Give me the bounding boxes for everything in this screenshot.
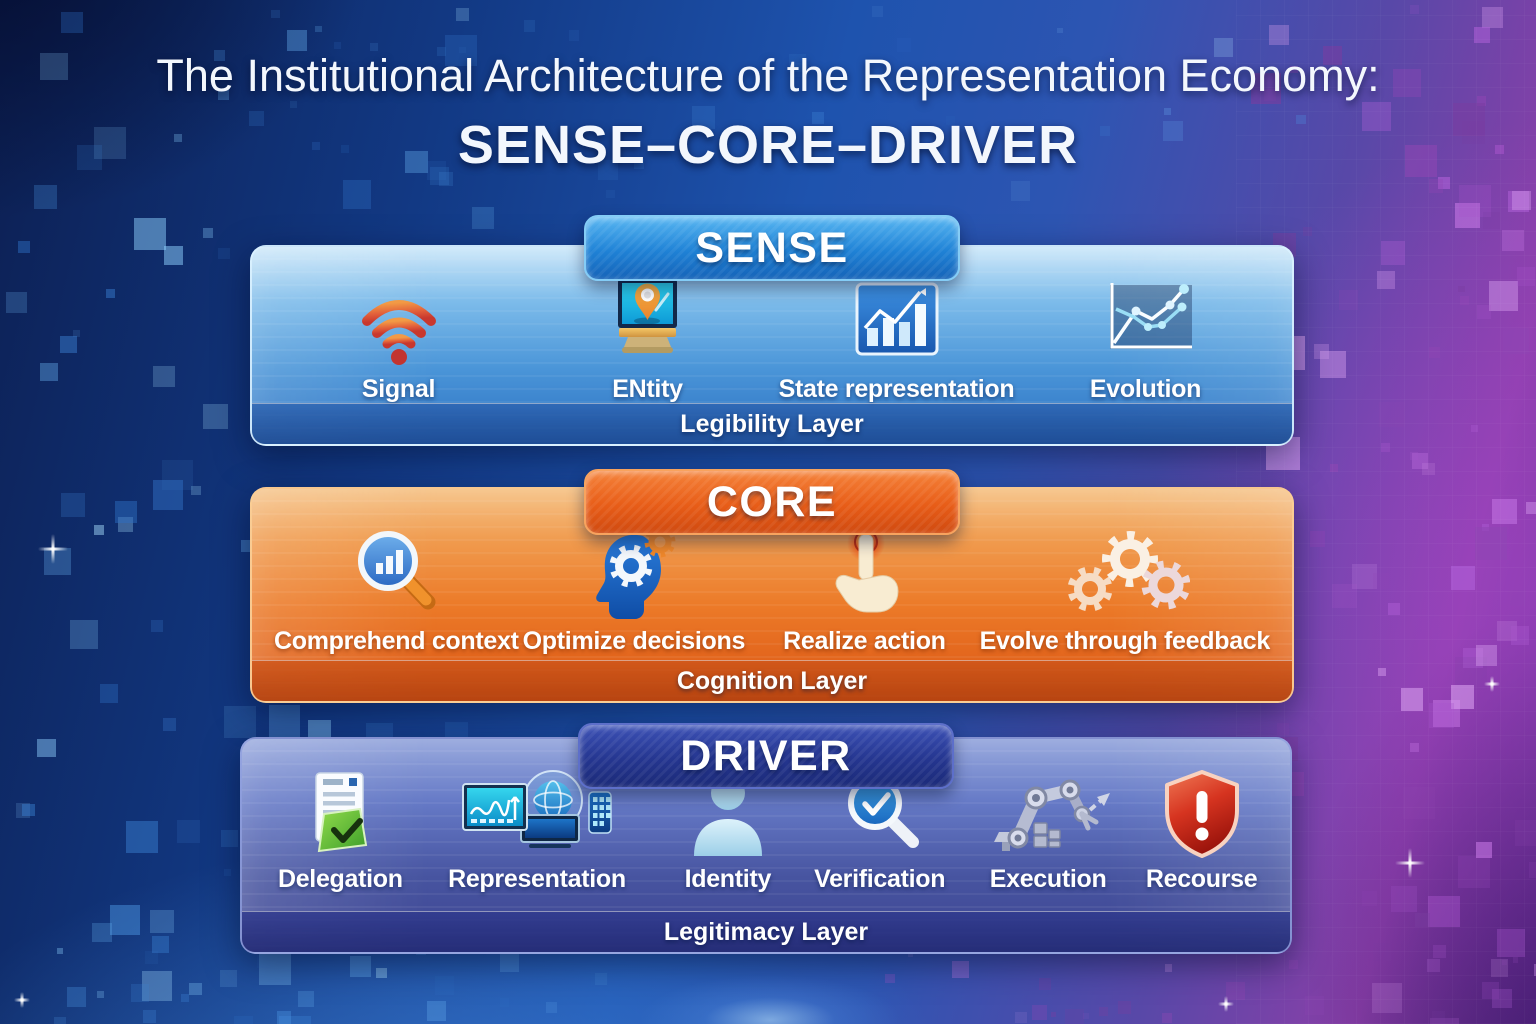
item-recourse: Recourse: [1135, 739, 1268, 912]
core-items-row: Comprehend context Optimize decisions: [274, 489, 1270, 661]
line-chart-icon: [1094, 273, 1198, 371]
robot-arm-icon: [978, 767, 1118, 861]
monitor-globe-phone-icon: [457, 767, 617, 861]
item-label: Realize action: [783, 627, 946, 655]
item-label: Evolution: [1089, 375, 1202, 403]
panel-core: CORE Comprehend context: [250, 469, 1294, 703]
item-execution: Execution: [961, 739, 1135, 912]
item-representation: Representation: [417, 739, 658, 912]
item-label: Verification: [814, 865, 946, 893]
laptop-location-pin-icon: [598, 273, 698, 371]
item-label: ENtity: [612, 375, 683, 403]
item-label: Signal: [361, 375, 436, 403]
item-label: State representation: [778, 375, 1015, 403]
item-label: Comprehend context: [274, 627, 519, 655]
item-state-representation: State representation: [772, 247, 1021, 404]
item-label: Representation: [448, 865, 626, 893]
item-comprehend-context: Comprehend context: [274, 489, 519, 661]
cognition-layer-strip: Cognition Layer: [252, 660, 1292, 701]
title-line-1: The Institutional Architecture of the Re…: [156, 50, 1380, 101]
core-header-tab: CORE: [584, 469, 960, 535]
magnifier-bar-chart-icon: [348, 523, 444, 623]
legibility-layer-strip: Legibility Layer: [252, 403, 1292, 444]
item-label: Recourse: [1145, 865, 1258, 893]
item-signal: Signal: [274, 247, 523, 404]
sense-header-tab: SENSE: [584, 215, 960, 281]
head-gears-icon: [586, 523, 682, 623]
item-label: Execution: [989, 865, 1107, 893]
panel-driver: DRIVER De: [240, 723, 1292, 954]
item-label: Evolve through feedback: [979, 627, 1271, 655]
item-label: Identity: [684, 865, 772, 893]
item-evolution: Evolution: [1021, 247, 1270, 404]
item-label: Optimize decisions: [522, 627, 746, 655]
item-label: Delegation: [277, 865, 403, 893]
sense-items-row: Signal: [274, 247, 1270, 404]
title-line-2: SENSE–CORE–DRIVER: [457, 115, 1079, 175]
panel-sense: SENSE Signal: [250, 215, 1294, 446]
wifi-signal-icon: [353, 273, 445, 371]
item-entity: ENtity: [523, 247, 772, 404]
three-gears-icon: [1060, 523, 1190, 623]
item-evolve-through-feedback: Evolve through feedback: [980, 489, 1270, 661]
legitimacy-layer-strip: Legitimacy Layer: [242, 911, 1290, 952]
page-title: The Institutional Architecture of the Re…: [0, 50, 1536, 176]
item-delegation: Delegation: [264, 739, 417, 912]
hand-press-button-icon: [816, 523, 912, 623]
shield-exclamation-icon: [1157, 767, 1247, 861]
document-checkmark-icon: [294, 767, 386, 861]
driver-header-tab: DRIVER: [578, 723, 954, 789]
bar-chart-icon: [850, 273, 944, 371]
